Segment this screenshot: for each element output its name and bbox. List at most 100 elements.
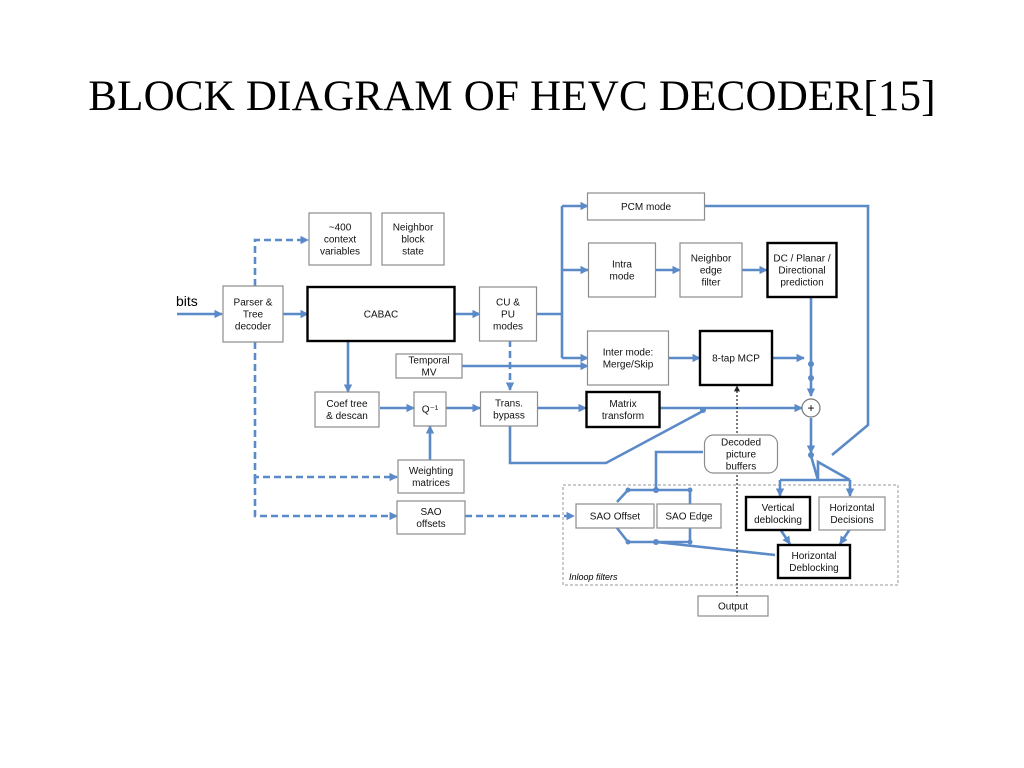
block-trans-bypass-label-line: Trans. xyxy=(495,399,523,410)
svg-text:+: + xyxy=(807,401,814,415)
inloop-filters-region xyxy=(562,484,899,586)
block-sao-edge-label-line: SAO Edge xyxy=(665,512,713,523)
block-neighbor-block-state-label-line: state xyxy=(402,247,424,258)
block-neighbor-edge-filter-label-line: Neighbor xyxy=(691,254,732,265)
block-dc-planar-directional-label-line: Directional xyxy=(778,266,825,277)
block-horizontal-deblocking-box xyxy=(776,543,852,580)
block-8tap-mcp-box xyxy=(698,329,774,387)
block-sao-edge: SAO Edge xyxy=(656,503,722,529)
block-q-inverse-box xyxy=(413,391,447,427)
block-sao-offsets-label-line: offsets xyxy=(416,519,445,530)
block-decoded-picture-buffers-box xyxy=(703,434,779,474)
block-trans-bypass-label-line: bypass xyxy=(493,411,525,422)
sum-node: + xyxy=(801,398,821,418)
block-neighbor-edge-filter-box xyxy=(679,242,743,298)
block-intra-mode-label-line: Intra xyxy=(612,260,632,271)
block-parser-tree-decoder-label-line: decoder xyxy=(235,322,272,333)
block-pcm-mode-box xyxy=(586,192,706,221)
block-dc-planar-directional-label-line: prediction xyxy=(780,278,823,289)
block-coef-tree-descan-label-line: Coef tree xyxy=(326,399,368,410)
block-sao-offset-label-line: SAO Offset xyxy=(590,512,641,523)
block-decoded-picture-buffers-label-line: picture xyxy=(726,450,756,461)
block-trans-bypass-box xyxy=(479,391,539,427)
block-matrix-transform-label-line: transform xyxy=(602,411,644,422)
block-pcm-mode-label-line: PCM mode xyxy=(621,202,671,213)
block-horizontal-decisions-label-line: Decisions xyxy=(830,515,873,526)
block-output: Output xyxy=(697,595,769,617)
block-cabac: CABAC xyxy=(306,285,456,343)
block-parser-tree-decoder-box xyxy=(222,285,284,343)
block-8tap-mcp: 8-tap MCP xyxy=(698,329,774,387)
block-coef-tree-descan-label-line: & descan xyxy=(326,411,368,422)
block-cu-pu-modes-label-line: modes xyxy=(493,322,523,333)
block-temporal-mv-label-line: MV xyxy=(422,368,437,379)
block-inter-mode-label-line: Inter mode: xyxy=(603,348,654,359)
block-sao-offset-box xyxy=(575,503,655,529)
block-output-label-line: Output xyxy=(718,602,748,613)
block-neighbor-edge-filter-label-line: filter xyxy=(702,278,722,289)
inloop-filters-label: Inloop filters xyxy=(569,572,618,582)
block-8tap-mcp-label-line: 8-tap MCP xyxy=(712,354,760,365)
block-cabac-box xyxy=(306,285,456,343)
block-inter-mode-box xyxy=(586,330,670,386)
block-dc-planar-directional-box xyxy=(766,241,838,299)
block-coef-tree-descan-box xyxy=(314,391,380,428)
block-context-variables-label-line: context xyxy=(324,235,356,246)
block-q-inverse: Q⁻¹ xyxy=(413,391,447,427)
slide-title: BLOCK DIAGRAM OF HEVC DECODER[15] xyxy=(88,73,936,120)
block-sao-offsets-label-line: SAO xyxy=(420,507,441,518)
block-horizontal-deblocking-label-line: Horizontal xyxy=(791,551,836,562)
block-cu-pu-modes-label-line: PU xyxy=(501,310,515,321)
block-neighbor-edge-filter-label-line: edge xyxy=(700,266,723,277)
block-context-variables-label-line: variables xyxy=(320,247,360,258)
block-intra-mode-label-line: mode xyxy=(609,272,634,283)
block-dc-planar-directional-label-line: DC / Planar / xyxy=(773,254,830,265)
block-temporal-mv-box xyxy=(395,353,463,379)
block-vertical-deblocking-label-line: Vertical xyxy=(762,503,795,514)
block-context-variables-box xyxy=(308,212,372,266)
block-vertical-deblocking-label-line: deblocking xyxy=(754,515,802,526)
block-weighting-matrices-label-line: matrices xyxy=(412,478,450,489)
block-neighbor-block-state-label-line: block xyxy=(401,235,425,246)
block-temporal-mv-label-line: Temporal xyxy=(408,356,449,367)
block-q-inverse-label-line: Q⁻¹ xyxy=(422,405,439,416)
block-decoded-picture-buffers-label-line: Decoded xyxy=(721,438,761,449)
block-neighbor-block-state-box xyxy=(381,212,445,266)
block-trans-bypass: Trans.bypass xyxy=(479,391,539,427)
block-vertical-deblocking-box xyxy=(744,495,812,532)
block-parser-tree-decoder-label-line: Parser & xyxy=(234,298,273,309)
block-decoded-picture-buffers-label-line: buffers xyxy=(726,462,756,473)
block-horizontal-decisions-label-line: Horizontal xyxy=(829,503,874,514)
block-parser-tree-decoder-label-line: Tree xyxy=(243,310,264,321)
block-cu-pu-modes-label-line: CU & xyxy=(496,298,520,309)
block-inter-mode: Inter mode:Merge/Skip xyxy=(586,330,670,386)
block-weighting-matrices-box xyxy=(397,459,465,494)
block-sao-edge-box xyxy=(656,503,722,529)
block-sao-offsets-box xyxy=(396,500,466,535)
block-matrix-transform-label-line: Matrix xyxy=(609,399,636,410)
block-pcm-mode: PCM mode xyxy=(586,192,706,221)
block-inter-mode-label-line: Merge/Skip xyxy=(603,360,654,371)
block-sao-offset: SAO Offset xyxy=(575,503,655,529)
block-intra-mode-box xyxy=(587,242,657,298)
block-cabac-label-line: CABAC xyxy=(364,310,398,321)
block-horizontal-deblocking-label-line: Deblocking xyxy=(789,563,838,574)
block-coef-tree-descan: Coef tree& descan xyxy=(314,391,380,428)
block-context-variables-label-line: ~400 xyxy=(329,223,352,234)
